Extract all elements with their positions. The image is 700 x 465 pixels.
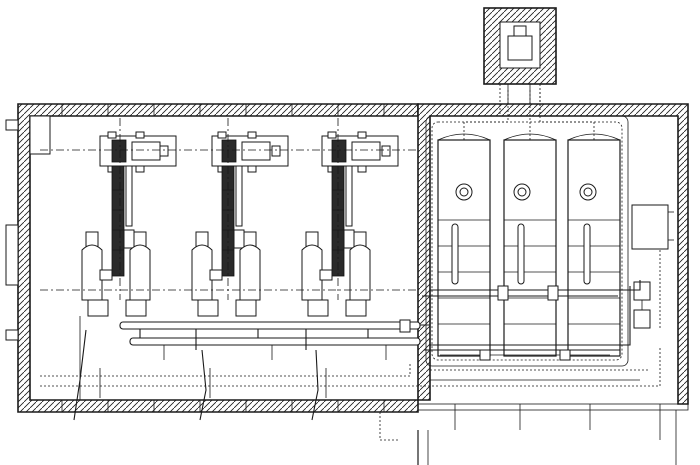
engine (191, 131, 289, 421)
engines (73, 131, 399, 421)
boiler (567, 133, 621, 357)
engine (73, 131, 177, 421)
boiler (503, 133, 557, 357)
center-lines (40, 118, 416, 300)
engine-room-walls (5, 103, 419, 413)
boilers (437, 90, 621, 357)
boiler (437, 133, 491, 357)
drain-lines (40, 346, 661, 441)
steam-main (119, 280, 641, 361)
chimney (483, 7, 557, 108)
engine (301, 131, 399, 421)
boiler-room-walls (417, 103, 689, 465)
feed-pump (631, 204, 674, 330)
exhaust-lines (499, 84, 541, 116)
